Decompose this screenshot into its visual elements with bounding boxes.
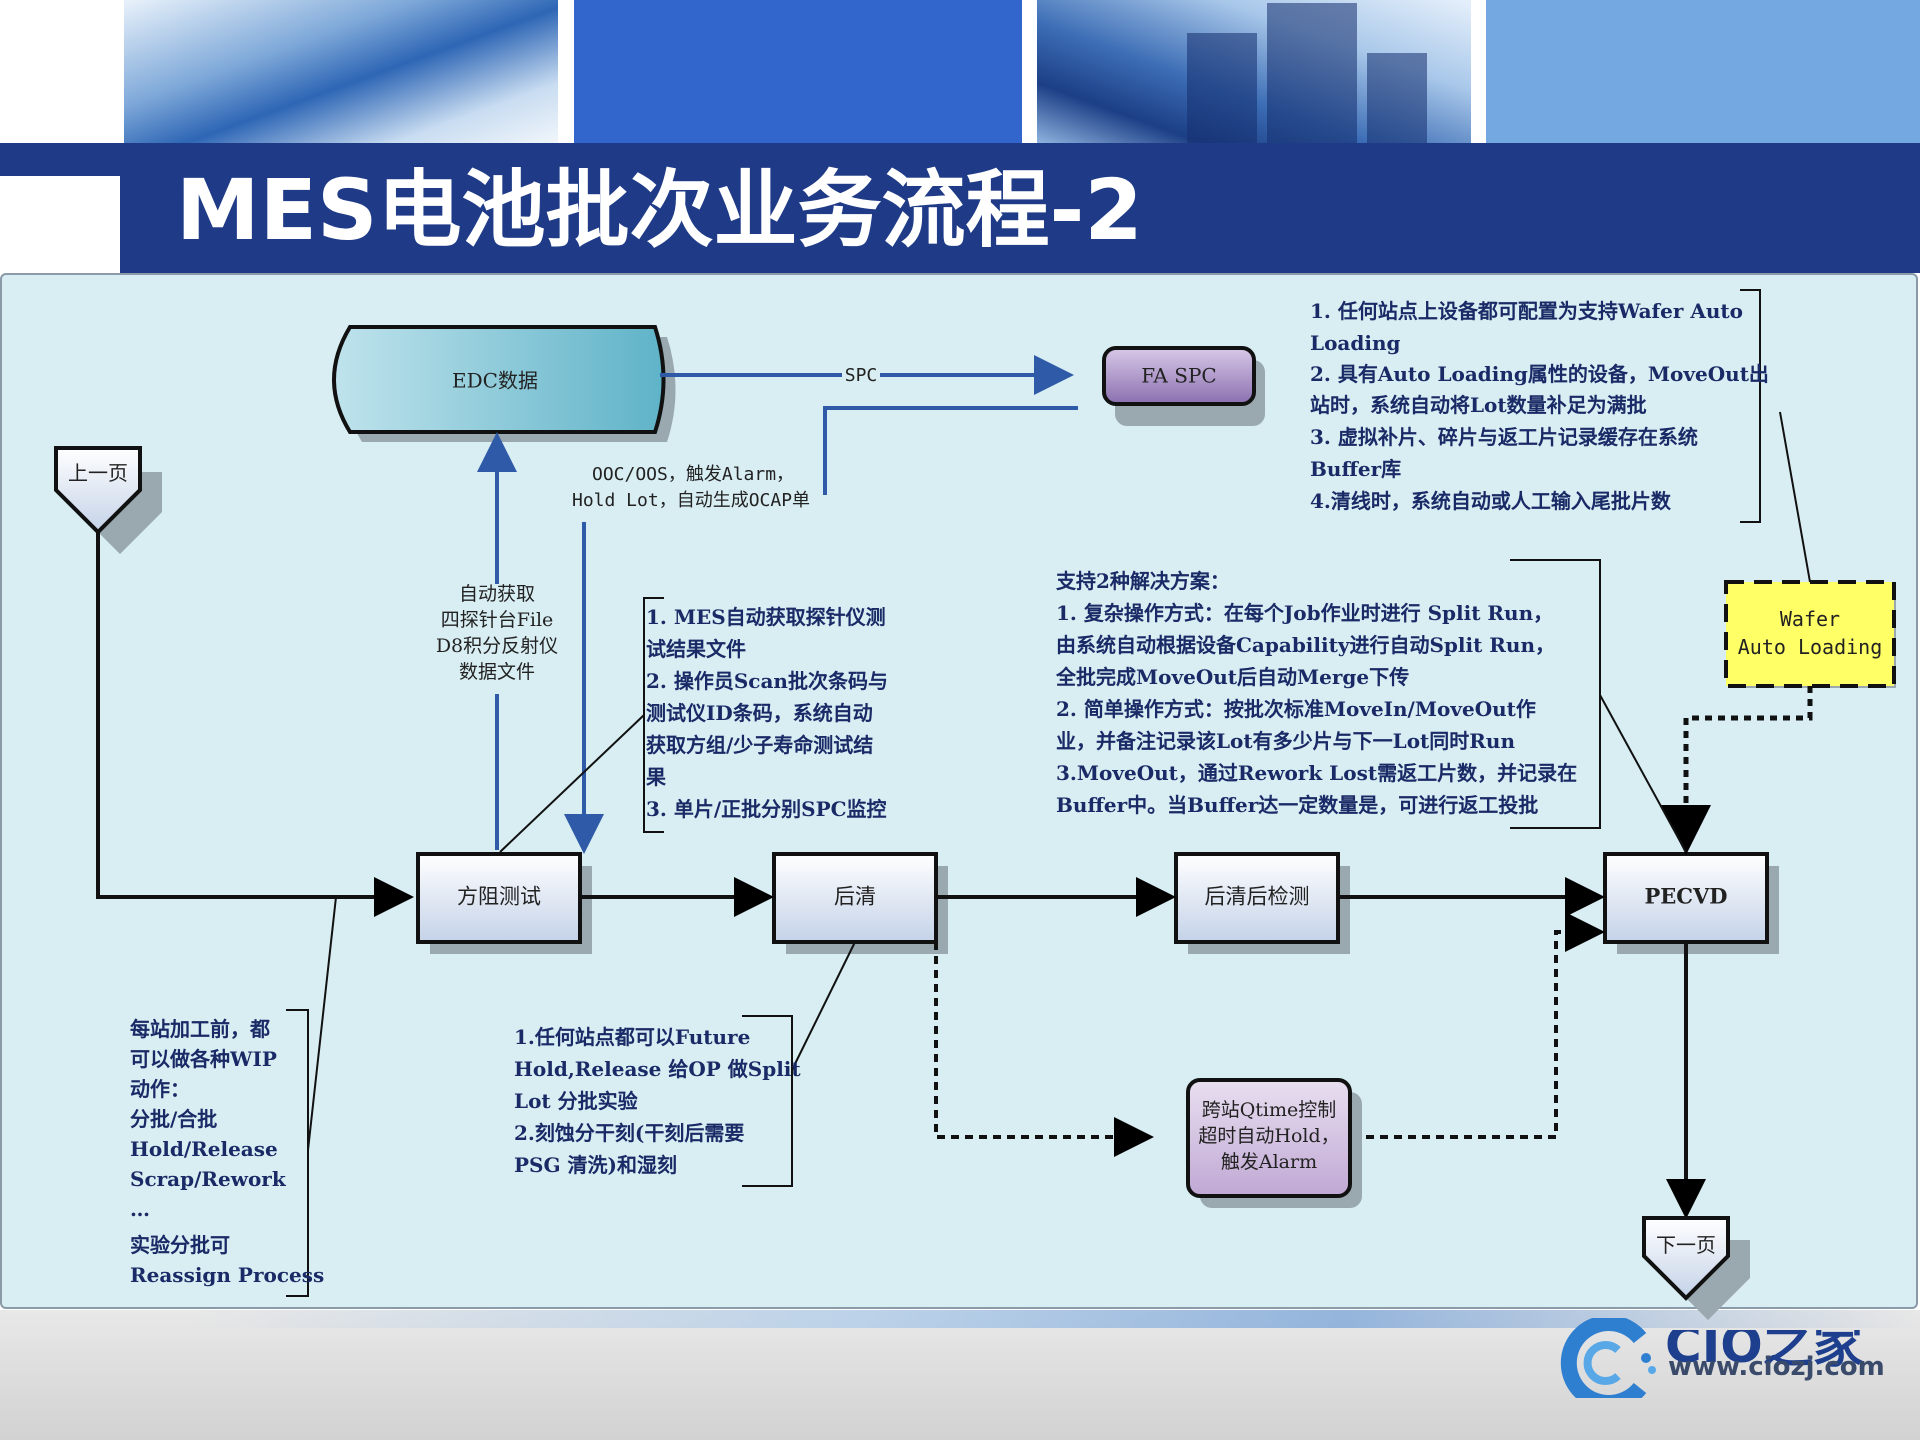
post-clean-inspect-label: 后清后检测: [1205, 885, 1310, 909]
note-line-notes-wafer_auto_loading-6: 4.清线时，系统自动或人工输入尾批片数: [1310, 489, 1672, 513]
note-pointer-future: [791, 941, 856, 1071]
auto-fetch-3: D8积分反射仪: [436, 635, 558, 657]
logo-url: www.ciozj.com: [1668, 1352, 1885, 1382]
note-pointer-mes: [499, 714, 645, 853]
wafer-auto-loading-node: Wafer Auto Loading: [1724, 580, 1896, 688]
fa-spc-node: FA SPC: [1102, 346, 1265, 426]
page-title: MES电池批次业务流程-2: [176, 161, 1143, 259]
note-line-notes-wip_actions-6: …: [130, 1197, 150, 1221]
note-line-notes-wafer_auto_loading-5: Buffer库: [1310, 457, 1401, 481]
note-line-notes-future_hold-0: 1.任何站点都可以Future: [514, 1025, 750, 1049]
note-line-notes-two_solutions-3: 全批完成MoveOut后自动Merge下传: [1055, 665, 1409, 689]
header-panel-lightblue: [1486, 0, 1920, 143]
qtime-node: 跨站Qtime控制 超时自动Hold， 触发Alarm: [1186, 1078, 1362, 1208]
note-line-notes-mes_fetch-5: 果: [646, 765, 666, 789]
next-page-node[interactable]: 下一页: [1642, 1216, 1750, 1320]
note-mes-fetch: 1. MES自动获取探针仪测 试结果文件 2. 操作员Scan批次条码与 测试仪…: [646, 605, 888, 821]
post-clean-node: 后清: [772, 852, 948, 954]
note-line-notes-future_hold-4: PSG 清洗)和湿刻: [514, 1153, 677, 1177]
note-future-hold: 1.任何站点都可以Future Hold,Release 给OP 做Split …: [514, 1025, 801, 1177]
note-line-notes-wip_actions-7: 实验分批可: [130, 1233, 230, 1257]
note-line-notes-two_solutions-0: 支持2种解决方案：: [1056, 569, 1230, 593]
post-clean-inspect-node: 后清后检测: [1174, 852, 1350, 954]
note-line-notes-wafer_auto_loading-2: 2. 具有Auto Loading属性的设备，MoveOut出: [1310, 362, 1769, 386]
note-line-notes-wip_actions-0: 每站加工前，都: [130, 1017, 270, 1041]
note-line-notes-wafer_auto_loading-3: 站时，系统自动将Lot数量补足为满批: [1310, 393, 1647, 417]
note-line-notes-mes_fetch-6: 3. 单片/正批分别SPC监控: [646, 797, 887, 821]
note-bracket-solutions: [1510, 559, 1601, 829]
note-line-notes-mes_fetch-4: 获取方组/少子寿命测试结: [646, 733, 873, 757]
title-bar: [0, 143, 1920, 273]
note-line-notes-mes_fetch-1: 试结果文件: [646, 637, 746, 661]
qtime-label-3: 触发Alarm: [1221, 1151, 1317, 1173]
qtime-label-2: 超时自动Hold，: [1198, 1125, 1339, 1147]
note-line-notes-wip_actions-1: 可以做各种WIP: [130, 1047, 277, 1071]
prev-page-label: 上一页: [68, 461, 128, 485]
sheet-resistance-label: 方阻测试: [457, 885, 541, 909]
note-pointer-wafer: [1779, 411, 1811, 583]
qtime-in-arrow: [934, 942, 1154, 1157]
wafer-to-pecvd-arrow: [1661, 686, 1813, 855]
cio-logo-icon: [1560, 1318, 1656, 1398]
note-bracket-wip: [286, 1009, 309, 1297]
note-line-notes-wip_actions-2: 动作：: [130, 1077, 190, 1101]
header-panel-blue: [574, 0, 1022, 143]
auto-fetch-2: 四探针台File: [441, 609, 554, 631]
sheet-resistance-node: 方阻测试: [416, 852, 592, 954]
note-line-notes-mes_fetch-0: 1. MES自动获取探针仪测: [646, 605, 886, 629]
note-bracket-future: [742, 1015, 793, 1187]
qtime-label-1: 跨站Qtime控制: [1202, 1099, 1337, 1121]
note-pointer-solutions: [1599, 694, 1687, 853]
note-line-notes-two_solutions-4: 2. 简单操作方式：按批次标准MoveIn/MoveOut作: [1056, 697, 1536, 721]
note-bracket-wafer: [1740, 289, 1761, 523]
wafer-loading-1: Wafer: [1780, 607, 1840, 631]
note-wafer-auto-loading: 1. 任何站点上设备都可配置为支持Wafer Auto Loading 2. 具…: [1310, 299, 1769, 513]
note-line-notes-wafer_auto_loading-1: Loading: [1310, 331, 1400, 355]
ooc-return-line: [823, 406, 1078, 495]
auto-fetch-1: 自动获取: [459, 583, 535, 605]
note-line-notes-wip_actions-4: Hold/Release: [130, 1137, 278, 1161]
next-page-label: 下一页: [1656, 1233, 1716, 1257]
note-line-notes-wafer_auto_loading-0: 1. 任何站点上设备都可配置为支持Wafer Auto: [1310, 299, 1743, 323]
edc-label: EDC数据: [452, 369, 538, 393]
ooc-label-2: Hold Lot，自动生成OCAP单: [572, 490, 810, 511]
ooc-label-1: OOC/OOS，触发Alarm，: [592, 464, 794, 485]
pecvd-node: PECVD: [1603, 852, 1779, 954]
auto-fetch-4: 数据文件: [459, 661, 535, 683]
wafer-loading-2: Auto Loading: [1738, 635, 1883, 659]
note-line-notes-two_solutions-2: 由系统自动根据设备Capability进行自动Split Run，: [1056, 633, 1555, 657]
note-pointer-wip: [307, 896, 337, 1151]
note-line-notes-wip_actions-5: Scrap/Rework: [130, 1167, 287, 1191]
note-line-notes-wip_actions-3: 分批/合批: [130, 1107, 217, 1131]
note-line-notes-two_solutions-6: 3.MoveOut，通过Rework Lost需返工片数，并记录在: [1056, 761, 1577, 785]
note-line-notes-future_hold-2: Lot 分批实验: [514, 1089, 638, 1113]
note-line-notes-mes_fetch-2: 2. 操作员Scan批次条码与: [646, 669, 888, 693]
title-notch: [0, 176, 120, 273]
note-line-notes-future_hold-1: Hold,Release 给OP 做Split: [514, 1057, 801, 1081]
header-photo-buildings: [1037, 0, 1471, 143]
footer-band: [0, 1310, 1920, 1328]
note-line-notes-two_solutions-5: 业，并备注记录该Lot有多少片与下一Lot同时Run: [1056, 729, 1515, 753]
fa-spc-label: FA SPC: [1141, 364, 1216, 388]
pecvd-label: PECVD: [1644, 884, 1727, 909]
post-clean-label: 后清: [834, 885, 876, 909]
note-line-notes-wip_actions-8: Reassign Process: [130, 1263, 324, 1287]
note-line-notes-two_solutions-1: 1. 复杂操作方式：在每个Job作业时进行 Split Run，: [1056, 601, 1553, 625]
prev-to-sheet-arrow: [96, 532, 414, 917]
note-line-notes-mes_fetch-3: 测试仪ID条码，系统自动: [646, 701, 873, 725]
qtime-out-arrow: [1352, 912, 1605, 1139]
note-line-notes-two_solutions-7: Buffer中。当Buffer达一定数量是，可进行返工投批: [1056, 793, 1538, 817]
header-photo-hands: [124, 0, 558, 143]
prev-page-node[interactable]: 上一页: [54, 446, 162, 554]
edc-data-store: EDC数据: [332, 325, 676, 442]
note-wip-actions: 每站加工前，都 可以做各种WIP 动作： 分批/合批 Hold/Release …: [130, 1017, 324, 1287]
note-line-notes-future_hold-3: 2.刻蚀分干刻(干刻后需要: [514, 1121, 744, 1145]
spc-label: SPC: [845, 365, 878, 386]
logo-text: CIO之家: [1665, 1316, 1863, 1374]
note-line-notes-wafer_auto_loading-4: 3. 虚拟补片、碎片与返工片记录缓存在系统: [1310, 425, 1698, 449]
note-two-solutions: 支持2种解决方案： 1. 复杂操作方式：在每个Job作业时进行 Split Ru…: [1055, 569, 1577, 817]
